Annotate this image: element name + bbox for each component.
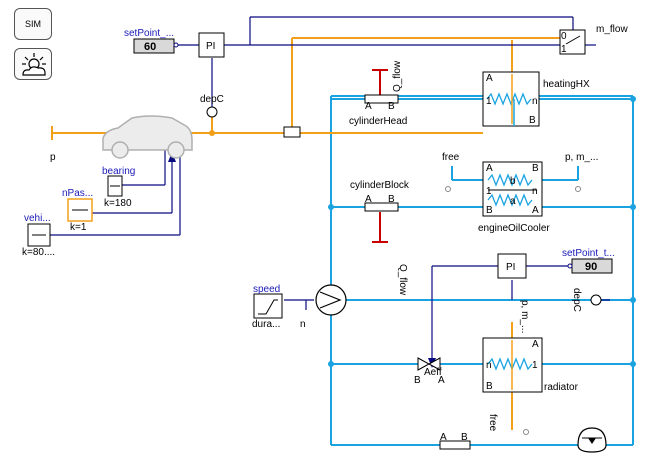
eoc-b-mid: b xyxy=(510,176,516,187)
heat-ports xyxy=(372,69,388,243)
cylinder-block-label: cylinderBlock xyxy=(350,180,410,191)
radiator[interactable] xyxy=(482,337,543,393)
vehi-block[interactable] xyxy=(27,223,51,247)
bearing-k: k=180 xyxy=(104,198,132,209)
m-flow-label: m_flow xyxy=(596,24,628,35)
setpoint-bottom-value: 90 xyxy=(585,261,597,273)
q-flow-bottom-label: Q_flow xyxy=(397,264,408,296)
p-m-top-label: p, m_... xyxy=(565,152,598,163)
bearing-block[interactable] xyxy=(107,175,123,197)
cylinder-head[interactable] xyxy=(364,94,399,104)
p-left-label: p xyxy=(50,152,56,163)
eoc-n: n xyxy=(532,186,538,197)
valve-a-label: A xyxy=(438,375,445,386)
p-m-bottom-label: p, m_... xyxy=(519,300,530,333)
free-top-label: free xyxy=(442,152,460,163)
thermostat-valve[interactable] xyxy=(417,357,441,371)
switch-1: 1 xyxy=(561,44,567,55)
hx-b: B xyxy=(529,115,536,126)
npas-k: k=1 xyxy=(70,222,87,233)
bottom-pipe[interactable] xyxy=(439,440,471,450)
ch-a: A xyxy=(365,101,372,112)
npas-block[interactable] xyxy=(67,198,93,222)
cylinder-head-label: cylinderHead xyxy=(349,116,407,127)
rad-n: n xyxy=(486,360,492,371)
sun-cloud-icon xyxy=(22,53,46,76)
setpoint-bottom-block[interactable] xyxy=(567,258,613,274)
ch-b: B xyxy=(388,101,395,112)
setpoint-bottom-label: setPoint_t... xyxy=(562,248,615,259)
switch-0: 0 xyxy=(561,31,567,42)
oil-tee-fitting[interactable] xyxy=(283,126,301,138)
dura-label: dura... xyxy=(252,319,280,330)
hx-n: n xyxy=(532,96,538,107)
hx-1: 1 xyxy=(486,96,492,107)
eoc-a-left: A xyxy=(486,163,493,174)
depc-bottom-label: depC xyxy=(571,288,582,312)
speed-ramp[interactable] xyxy=(253,293,283,319)
q-flow-top-label: Q_flow xyxy=(392,60,403,92)
eoc-a-right: A xyxy=(532,205,539,216)
setpoint-top-label: setPoint_... xyxy=(124,28,174,39)
depc-bottom-sensor[interactable] xyxy=(590,294,602,306)
signal-lines xyxy=(50,16,610,362)
free-bottom-label: free xyxy=(487,414,498,432)
rad-a: A xyxy=(532,339,539,350)
eoc-a-mid: a xyxy=(510,196,516,207)
pump-n-label: n xyxy=(300,319,306,330)
heating-hx-label: heatingHX xyxy=(543,79,590,90)
pi-bottom-label: PI xyxy=(506,262,515,273)
pipe-a-label: A xyxy=(440,432,447,443)
sim-label: SIM xyxy=(24,19,41,29)
cb-b: B xyxy=(388,194,395,205)
pi-top-label: PI xyxy=(206,41,215,52)
expansion-vessel[interactable] xyxy=(577,427,607,453)
water-junctions xyxy=(328,96,636,367)
setpoint-top-block[interactable] xyxy=(133,38,179,54)
rad-b: B xyxy=(486,381,493,392)
eoc-b-left: B xyxy=(486,205,493,216)
rad-1: 1 xyxy=(532,360,538,371)
pi-controller-top[interactable] xyxy=(198,32,225,58)
depc-top-sensor[interactable] xyxy=(206,106,218,118)
valve-b-label: B xyxy=(414,375,421,386)
vehi-label: vehi... xyxy=(24,213,51,224)
eoc-b-right: B xyxy=(532,163,539,174)
sim-button[interactable]: SIM xyxy=(14,8,52,40)
weather-button[interactable] xyxy=(14,48,52,80)
hx-a: A xyxy=(486,73,493,84)
speed-label: speed xyxy=(253,284,280,295)
npas-label: nPas... xyxy=(62,188,93,199)
setpoint-top-value: 60 xyxy=(144,41,156,53)
bearing-label: bearing xyxy=(102,166,135,177)
heating-hx[interactable] xyxy=(482,71,540,127)
engine-oil-cooler[interactable] xyxy=(482,161,543,217)
pipe-b-label: B xyxy=(461,432,468,443)
vehi-k: k=80.... xyxy=(22,247,55,258)
engine-oil-cooler-label: engineOilCooler xyxy=(478,223,550,234)
aeff-label: Aeff xyxy=(424,367,442,378)
car-icon[interactable] xyxy=(102,115,193,159)
radiator-label: radiator xyxy=(544,382,579,393)
pi-controller-bottom[interactable] xyxy=(497,253,527,279)
cb-a: A xyxy=(365,194,372,205)
cylinder-block[interactable] xyxy=(364,202,399,212)
depc-top-label: depC xyxy=(200,94,224,105)
water-pump[interactable] xyxy=(315,284,347,316)
eoc-1: 1 xyxy=(486,186,492,197)
flow-switch[interactable] xyxy=(559,29,586,55)
